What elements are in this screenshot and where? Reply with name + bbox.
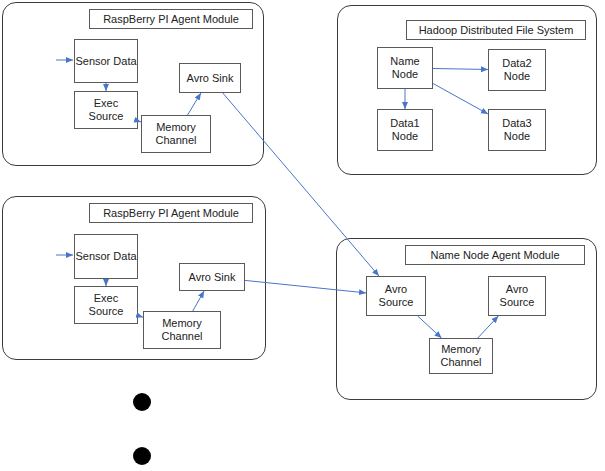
process-box: Name Node [377,47,433,89]
input-arrow [56,255,73,256]
box-label: Sensor Data [75,55,136,68]
process-box: Memory Channel [141,115,211,153]
box-label: Data1 Node [378,117,432,143]
continuation-dot [133,447,151,465]
flow-arrow [106,279,107,286]
module-container: Hadoop Distributed File SystemName NodeD… [337,5,597,175]
process-box: Avro Source [366,276,426,316]
module-title: Name Node Agent Module [405,245,585,265]
flow-arrow [106,83,107,91]
process-box: Data1 Node [377,109,433,151]
box-label: Exec Source [75,97,137,123]
module-title: RaspBerry PI Agent Module [89,9,253,29]
box-label: Avro Source [367,283,425,309]
flow-arrow [193,291,204,311]
module-title: Hadoop Distributed File System [406,20,586,40]
flow-arrow [418,316,442,338]
process-box: Data2 Node [488,49,546,91]
module-title: RaspBerry PI Agent Module [89,203,253,223]
continuation-dot [133,393,151,411]
box-label: Avro Sink [189,271,236,284]
box-label: Memory Channel [144,317,220,343]
flow-arrow [223,93,379,276]
module-container: Name Node Agent ModuleAvro Source Avro So… [336,238,597,400]
box-label: Data3 Node [489,117,545,143]
process-box: Avro Sink [179,263,245,291]
module-container: RaspBerry PI Agent ModuleSensor DataExec… [2,196,266,360]
process-box: Exec Source [74,91,138,129]
box-label: Data2 Node [489,57,545,83]
flow-arrow [188,93,201,115]
box-label: Memory Channel [430,343,492,369]
box-label: Avro Sink [187,72,234,85]
process-box: Avro Source [488,276,546,316]
process-box: Exec Source [74,286,138,324]
flow-arrow [433,84,488,114]
flow-arrow [245,280,366,292]
box-label: Memory Channel [142,121,210,147]
flow-arrow [405,89,406,109]
process-box: Memory Channel [429,338,493,374]
flow-arrow [433,68,488,70]
process-box: Sensor Data [74,234,138,279]
flow-arrow [138,121,141,122]
flow-arrow [478,316,499,338]
input-arrow [56,60,73,61]
box-label: Exec Source [75,292,137,318]
flow-arrow [138,316,143,318]
process-box: Memory Channel [143,311,221,349]
process-box: Data3 Node [488,109,546,151]
module-container: RaspBerry PI Agent ModuleSensor DataExec… [2,2,264,166]
box-label: Avro Source [489,283,545,309]
box-label: Name Node [378,55,432,81]
box-label: Sensor Data [75,250,136,263]
process-box: Avro Sink [179,63,241,93]
process-box: Sensor Data [74,39,138,83]
